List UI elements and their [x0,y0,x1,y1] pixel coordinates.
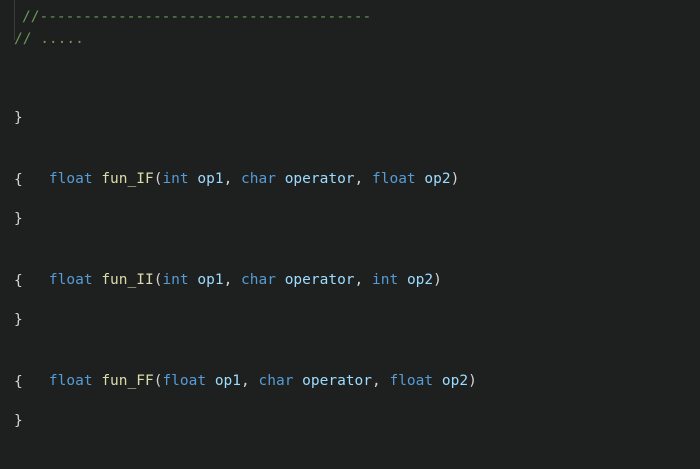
indent-guide [14,0,15,40]
param-type: float [162,373,207,389]
param-type: char [241,272,276,288]
param-type: float [372,171,416,187]
return-type: float [48,272,93,288]
function-signature-fun-if: float fun_IF(int op1, char operator, flo… [48,171,460,187]
function-signature-fun-ii: float fun_II(int op1, char operator, int… [48,272,442,288]
function-signature-fun-ff: float fun_FF(float op1, char operator, f… [48,373,477,389]
function-name: fun_II [101,272,154,288]
comment-ellipsis: // ..... [14,31,84,47]
close-brace: } [14,312,23,328]
param-name: op2 [406,272,434,288]
open-brace: { [14,172,23,188]
param-type: int [372,272,399,288]
param-name: op1 [197,272,224,288]
param-name: operator [284,171,355,187]
function-name: fun_IF [101,171,154,187]
param-type: char [258,373,294,389]
param-name: op2 [424,171,451,187]
open-brace: { [14,273,23,289]
close-brace: } [14,211,23,227]
comment-separator: //-------------------------------------- [22,9,372,25]
param-type: char [241,171,276,187]
return-type: float [48,373,93,389]
param-type: float [389,373,434,389]
close-brace: } [14,413,23,429]
closing-brace: } [14,110,23,126]
param-type: int [162,171,189,187]
param-name: op2 [441,373,469,389]
param-name: op1 [214,373,242,389]
return-type: float [48,171,93,187]
open-brace: { [14,374,23,390]
function-name: fun_FF [101,373,154,389]
param-name: op1 [197,171,224,187]
param-name: operator [302,373,372,389]
param-type: int [162,272,189,288]
param-name: operator [284,272,355,288]
